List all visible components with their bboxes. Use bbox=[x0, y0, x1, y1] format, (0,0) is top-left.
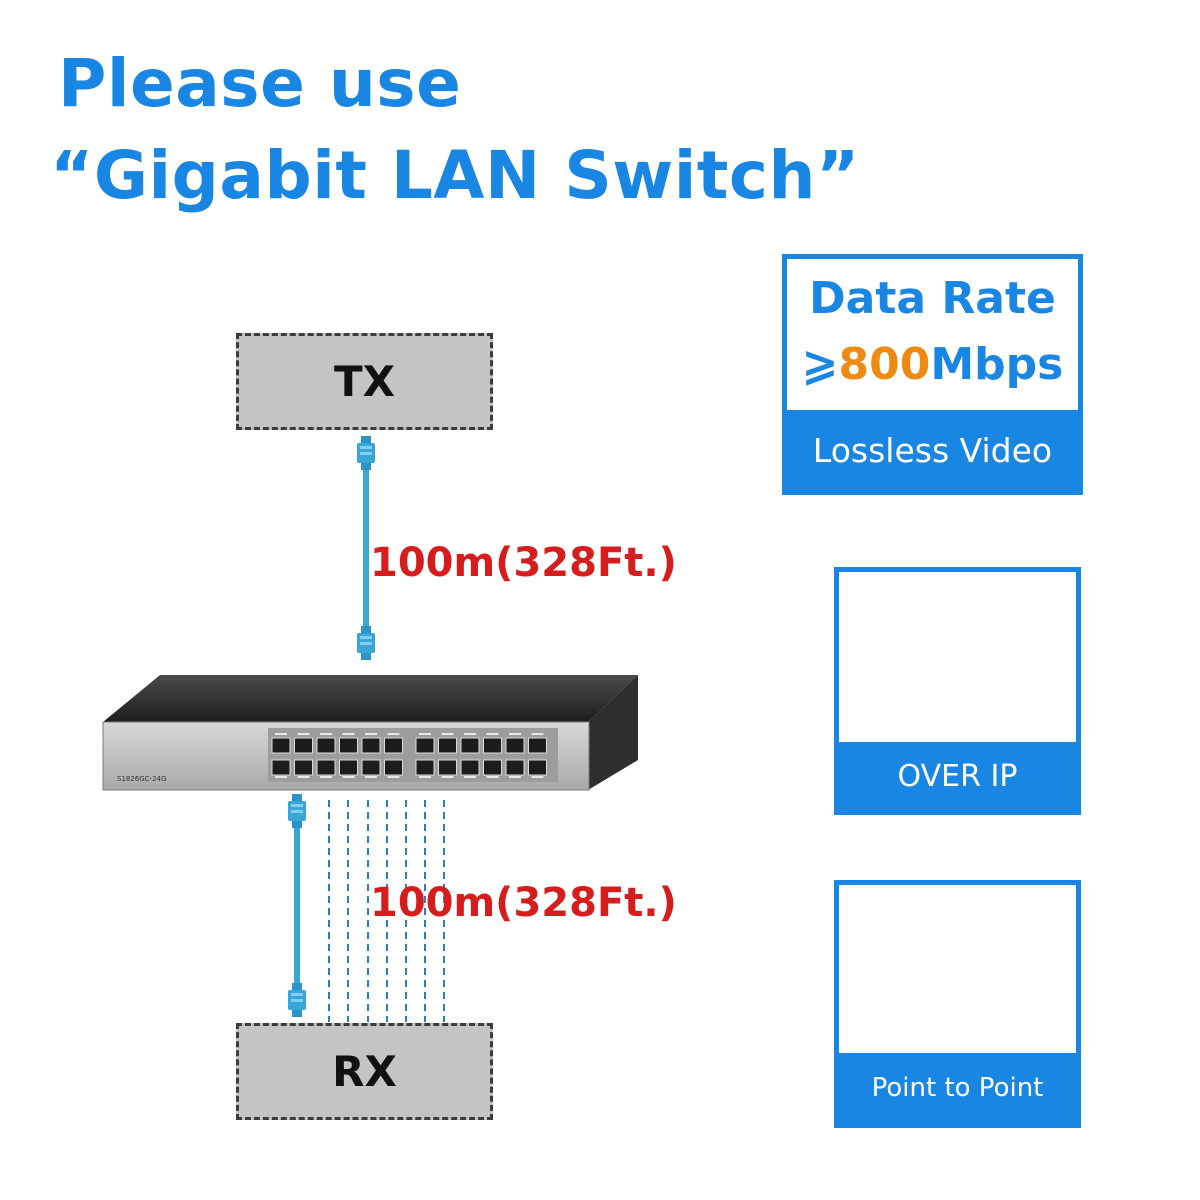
ethernet-cable-top bbox=[357, 436, 375, 660]
point-to-point-footer: Point to Point bbox=[839, 1053, 1076, 1123]
port-led bbox=[387, 733, 400, 735]
port-led bbox=[441, 776, 454, 778]
ethernet-port bbox=[460, 737, 480, 754]
ethernet-port bbox=[483, 759, 502, 776]
ethernet-port bbox=[438, 737, 457, 754]
ethernet-ports bbox=[271, 733, 547, 778]
ethernet-port bbox=[528, 737, 547, 754]
rj45-plug-icon bbox=[357, 626, 375, 660]
rj45-plug-icon bbox=[288, 983, 306, 1017]
distance-label-bottom: 100m(328Ft.) bbox=[370, 880, 677, 926]
port-led bbox=[387, 776, 400, 778]
lossless-video-label: Lossless Video bbox=[812, 430, 1053, 470]
ethernet-port bbox=[528, 759, 547, 776]
ethernet-port bbox=[361, 737, 381, 754]
rj45-plug-icon bbox=[357, 436, 375, 470]
ethernet-port bbox=[438, 759, 457, 776]
ethernet-port bbox=[460, 759, 480, 776]
tx-label: TX bbox=[333, 357, 396, 406]
port-led bbox=[275, 733, 287, 735]
port-led bbox=[531, 733, 544, 735]
data-rate-card: Data Rate ⩾800Mbps Lossless Video bbox=[782, 254, 1083, 495]
over-ip-label: OVER IP bbox=[897, 758, 1018, 794]
point-to-point-card: Point to Point bbox=[834, 880, 1081, 1128]
ethernet-port bbox=[415, 759, 435, 776]
headline-line-2: “Gigabit LAN Switch” bbox=[50, 137, 860, 214]
port-led bbox=[464, 733, 476, 735]
ethernet-port bbox=[294, 759, 313, 776]
ethernet-port bbox=[483, 737, 502, 754]
port-led bbox=[320, 733, 332, 735]
port-led bbox=[509, 733, 521, 735]
port-led bbox=[419, 733, 431, 735]
ethernet-port bbox=[271, 737, 291, 754]
distance-label-top: 100m(328Ft.) bbox=[370, 540, 677, 586]
port-led bbox=[297, 776, 310, 778]
port-led bbox=[486, 733, 499, 735]
port-led bbox=[320, 776, 332, 778]
dashed-connection-lines bbox=[328, 800, 445, 1022]
ethernet-port bbox=[361, 759, 381, 776]
point-to-point-label: Point to Point bbox=[871, 1073, 1044, 1103]
rx-box: RX bbox=[236, 1023, 493, 1120]
port-led bbox=[441, 733, 454, 735]
port-led bbox=[464, 776, 476, 778]
port-led bbox=[297, 733, 310, 735]
ethernet-port bbox=[316, 737, 336, 754]
switch-model-label: S1826GC-24G bbox=[117, 775, 166, 783]
ethernet-cable-bottom bbox=[288, 794, 306, 1017]
headline-line-1: Please use bbox=[58, 45, 462, 122]
over-ip-footer: OVER IP bbox=[839, 742, 1076, 810]
ethernet-port bbox=[384, 737, 403, 754]
port-led bbox=[275, 776, 287, 778]
data-rate-value: ⩾800Mbps bbox=[787, 339, 1078, 390]
port-led bbox=[531, 776, 544, 778]
data-rate-unit: Mbps bbox=[930, 339, 1064, 390]
port-led bbox=[342, 733, 355, 735]
gigabit-switch: S1826GC-24G bbox=[102, 675, 638, 791]
headline: Please use “Gigabit LAN Switch” bbox=[50, 38, 860, 222]
ethernet-port bbox=[505, 737, 525, 754]
port-led bbox=[365, 733, 377, 735]
greater-equal-symbol: ⩾ bbox=[801, 339, 839, 390]
port-led bbox=[486, 776, 499, 778]
port-led bbox=[509, 776, 521, 778]
ethernet-port bbox=[294, 737, 313, 754]
port-led bbox=[419, 776, 431, 778]
data-rate-title: Data Rate bbox=[809, 273, 1056, 324]
ethernet-port bbox=[384, 759, 403, 776]
ethernet-port bbox=[415, 737, 435, 754]
rx-label: RX bbox=[332, 1047, 397, 1096]
port-led bbox=[342, 776, 355, 778]
data-rate-number: 800 bbox=[838, 339, 931, 390]
ethernet-port bbox=[505, 759, 525, 776]
over-ip-card: OVER IP bbox=[834, 567, 1081, 815]
data-rate-footer: Lossless Video bbox=[787, 410, 1078, 490]
ethernet-port bbox=[271, 759, 291, 776]
ethernet-port bbox=[316, 759, 336, 776]
port-led bbox=[365, 776, 377, 778]
tx-box: TX bbox=[236, 333, 493, 430]
ethernet-port bbox=[339, 737, 358, 754]
ethernet-port bbox=[339, 759, 358, 776]
rj45-plug-icon bbox=[288, 794, 306, 828]
